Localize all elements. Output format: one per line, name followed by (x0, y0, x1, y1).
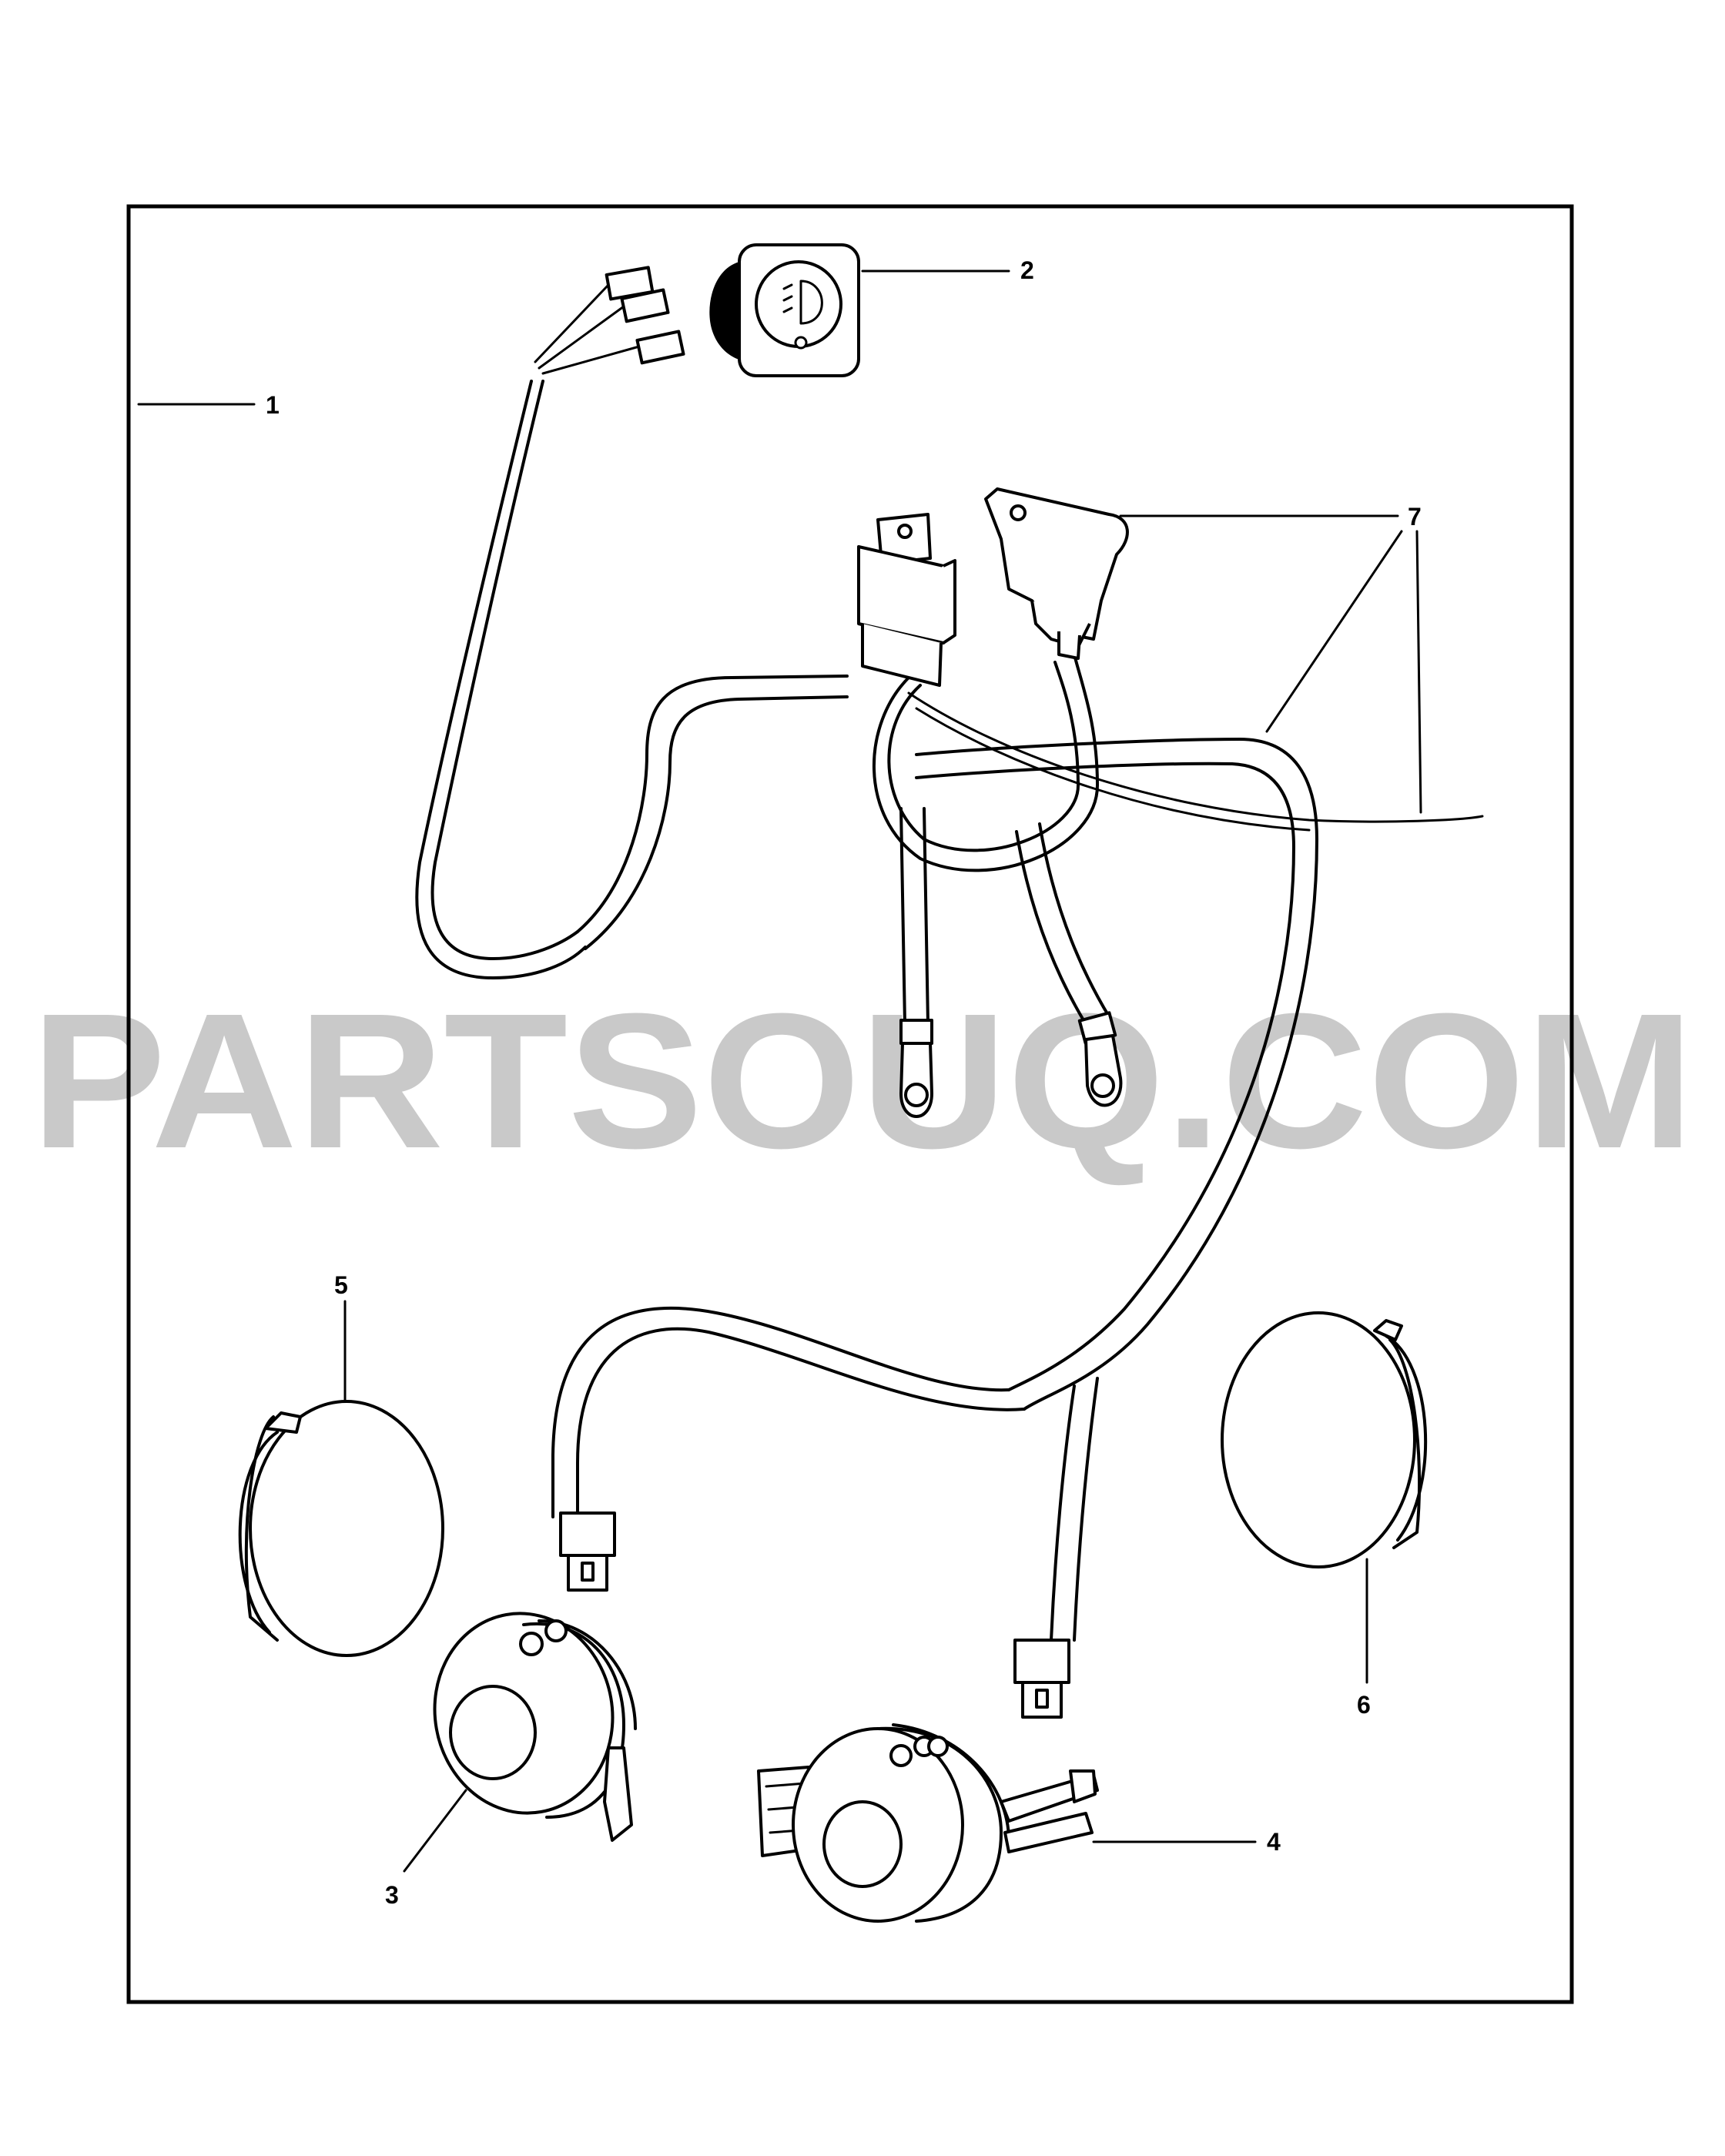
fog-lamp-switch[interactable] (709, 243, 860, 377)
wiring-harness[interactable] (415, 266, 1484, 1719)
callout-7: 7 (1408, 503, 1422, 531)
callout-5: 5 (334, 1271, 348, 1299)
leader-line-7c (1415, 530, 1422, 814)
diagram-frame (126, 204, 1574, 2004)
leader-line-3 (403, 1789, 467, 1873)
fog-lamp-left[interactable] (419, 1599, 637, 1842)
fog-lamp-bezel-right[interactable] (1221, 1311, 1428, 1568)
callout-6: 6 (1357, 1691, 1371, 1719)
watermark-text: PARTSOUQ.COM (31, 973, 1694, 1188)
relay-and-fuse[interactable] (857, 487, 1129, 687)
callout-3: 3 (385, 1881, 399, 1909)
callout-4: 4 (1267, 1828, 1281, 1856)
callout-2: 2 (1020, 256, 1034, 284)
leader-line-7b (1265, 530, 1403, 733)
fog-lamp-bezel-left[interactable] (238, 1400, 444, 1657)
fog-lamp-right[interactable] (757, 1723, 1099, 1923)
callout-1: 1 (266, 391, 280, 419)
